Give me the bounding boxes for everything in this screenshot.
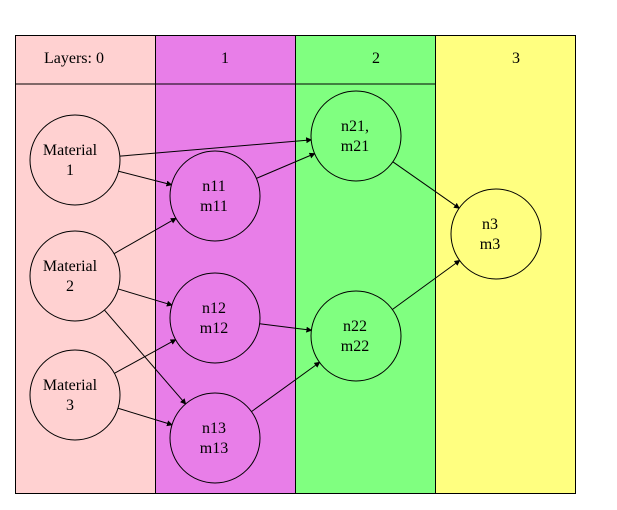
node-circle-n21 bbox=[310, 90, 402, 182]
edge-n22-to-n3 bbox=[392, 259, 461, 310]
node-label-n22-line-2: m22 bbox=[341, 338, 369, 355]
node-label-n12-line-2: m12 bbox=[200, 320, 228, 337]
node-label-n21-line-1: n21, bbox=[341, 118, 369, 135]
node-label-n13-line-2: m13 bbox=[200, 440, 228, 457]
node-label-material-3-line-1: Material bbox=[43, 377, 98, 394]
node-material-2: Material 2 bbox=[29, 230, 121, 322]
header-layer-3: 3 bbox=[512, 50, 520, 67]
node-label-n11-line-2: m11 bbox=[200, 198, 228, 215]
node-material-3: Material 3 bbox=[29, 349, 121, 441]
node-label-material-1-line-1: Material bbox=[43, 142, 98, 159]
node-label-n12-line-1: n12 bbox=[202, 300, 226, 317]
nodes: Material1Material2Material3n11m11n12m12n… bbox=[29, 90, 542, 484]
edge-material-1-to-n11 bbox=[118, 170, 173, 187]
edge-material-3-to-n12 bbox=[114, 339, 177, 374]
header-layer-0: Layers: 0 bbox=[44, 50, 104, 67]
node-circle-material-3 bbox=[29, 349, 121, 441]
edges bbox=[104, 137, 461, 427]
column-borders bbox=[15, 35, 576, 494]
edge-n13-to-n22 bbox=[251, 361, 321, 413]
node-circle-n22 bbox=[310, 290, 402, 382]
header-layer-2: 2 bbox=[372, 50, 380, 67]
node-label-n21-line-2: m21 bbox=[341, 138, 369, 155]
edge-n12-to-n22 bbox=[259, 323, 313, 333]
node-label-material-1-line-2: 1 bbox=[66, 162, 74, 179]
node-label-n3-line-1: n3 bbox=[482, 216, 498, 233]
node-label-n11-line-1: n11 bbox=[202, 178, 225, 195]
node-material-1: Material 1 bbox=[29, 114, 121, 206]
node-n21: n21, m21 bbox=[310, 90, 402, 182]
edge-material-2-to-n11 bbox=[113, 217, 177, 255]
node-label-material-2-line-2: 2 bbox=[66, 278, 74, 295]
node-circle-n3 bbox=[450, 188, 542, 280]
node-circle-n11 bbox=[169, 150, 261, 242]
node-label-n22-line-1: n22 bbox=[343, 318, 367, 335]
edge-n21-to-n3 bbox=[392, 161, 460, 209]
edge-material-1-to-n21 bbox=[119, 137, 313, 157]
node-circle-material-2 bbox=[29, 230, 121, 322]
node-label-n13-line-1: n13 bbox=[202, 420, 226, 437]
node-label-material-3-line-2: 3 bbox=[66, 397, 74, 414]
edge-material-2-to-n12 bbox=[117, 288, 173, 307]
edge-material-3-to-n13 bbox=[117, 407, 173, 427]
header-layer-1: 1 bbox=[221, 50, 229, 67]
edge-n11-to-n21 bbox=[256, 152, 316, 179]
node-label-n3-line-2: m3 bbox=[480, 236, 500, 253]
node-circle-n12 bbox=[169, 272, 261, 364]
node-circle-n13 bbox=[169, 392, 261, 484]
node-circle-material-1 bbox=[29, 114, 121, 206]
node-label-material-2-line-1: Material bbox=[43, 258, 98, 275]
